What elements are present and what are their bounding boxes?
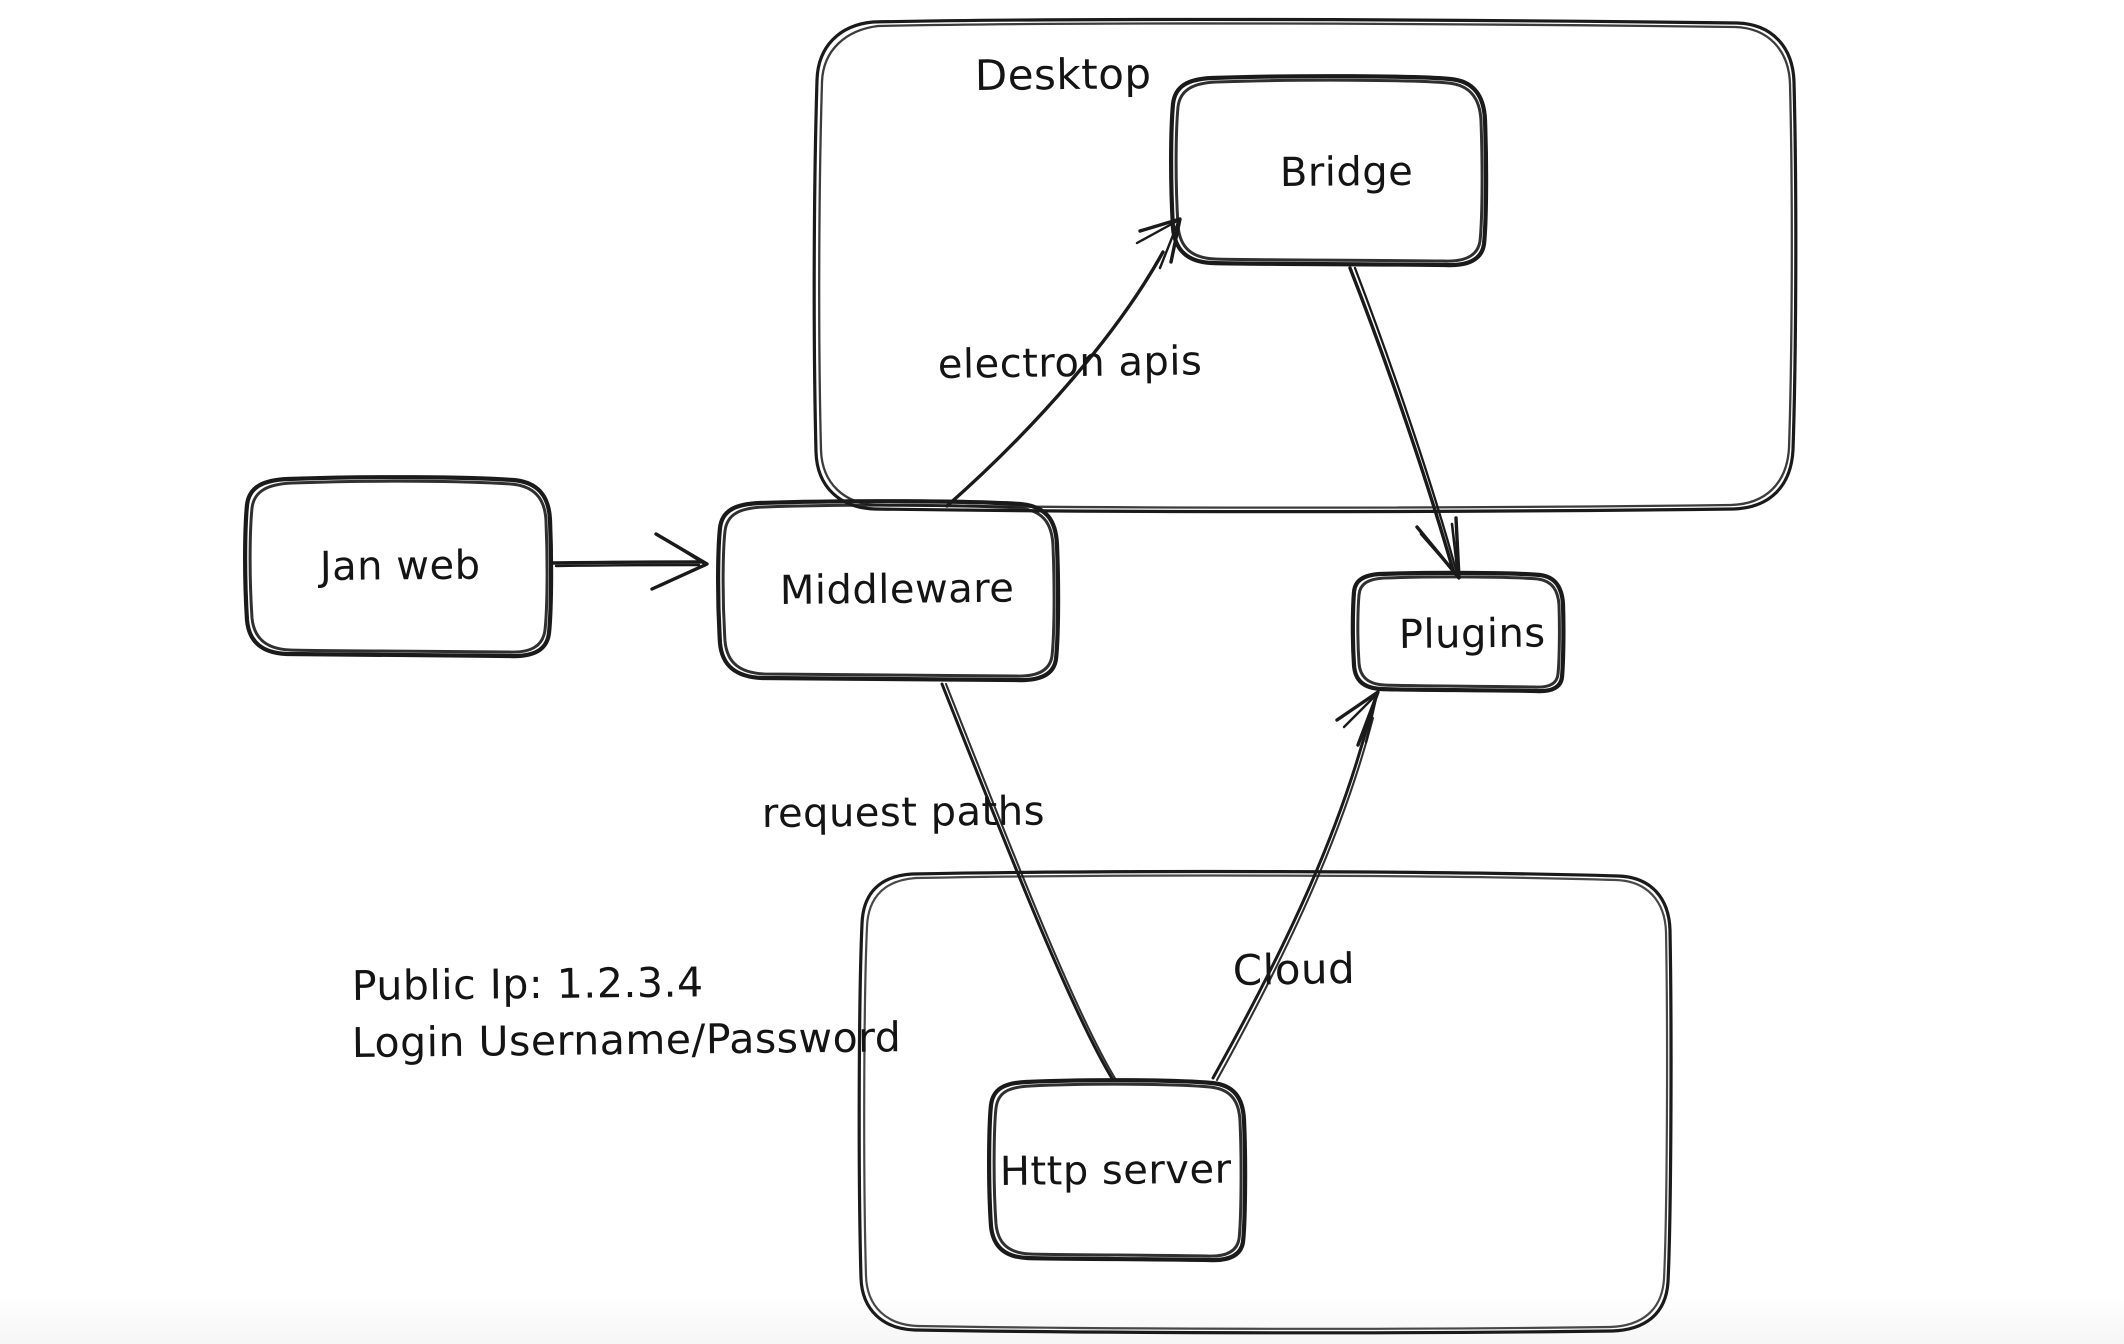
annotation-notes: Public Ip: 1.2.3.4 Login Username/Passwo… bbox=[352, 958, 902, 1067]
edge-line-overdraw bbox=[1353, 266, 1458, 572]
node-outline bbox=[987, 1078, 1248, 1263]
container-label-desktop: Desktop bbox=[975, 49, 1152, 100]
node-bridge[interactable]: Bridge bbox=[1169, 74, 1489, 268]
arrowhead-to-plugins-feather bbox=[1419, 522, 1460, 578]
desktop-container-outline-overdraw bbox=[818, 22, 1793, 509]
edge-http-server-to-plugins[interactable] bbox=[1211, 690, 1380, 1082]
edge-line bbox=[940, 682, 1115, 1082]
edge-middleware-to-bridge[interactable]: electron apis bbox=[937, 217, 1203, 508]
edge-middleware-to-http-server[interactable]: request paths bbox=[762, 682, 1118, 1082]
node-outline bbox=[716, 499, 1061, 683]
container-label-cloud: Cloud bbox=[1232, 944, 1355, 995]
arrowhead-to-middleware-overdraw bbox=[658, 535, 708, 588]
edge-line-overdraw bbox=[944, 682, 1118, 1082]
cloud-container-outline bbox=[857, 869, 1673, 1335]
edge-line-overdraw bbox=[554, 563, 701, 568]
node-outline-overdraw bbox=[992, 1082, 1243, 1258]
node-outline bbox=[1169, 74, 1489, 268]
edge-jan-web-to-middleware[interactable] bbox=[551, 532, 709, 591]
node-label-middleware: Middleware bbox=[780, 566, 1015, 614]
edge-line-overdraw bbox=[1215, 716, 1375, 1082]
cloud-container-outline-overdraw bbox=[863, 874, 1669, 1330]
node-label-http-server: Http server bbox=[1000, 1147, 1232, 1195]
edge-label-request-paths: request paths bbox=[762, 789, 1045, 837]
node-outline-overdraw bbox=[248, 479, 549, 654]
desktop-container-outline bbox=[812, 17, 1798, 514]
arrowhead-to-bridge bbox=[1138, 217, 1182, 264]
node-outline-overdraw bbox=[1174, 78, 1484, 263]
node-http-server[interactable]: Http server bbox=[987, 1078, 1248, 1263]
note-public-ip: Public Ip: 1.2.3.4 bbox=[352, 958, 704, 1010]
container-desktop[interactable]: Desktop bbox=[812, 17, 1798, 514]
node-label-jan-web: Jan web bbox=[317, 543, 481, 590]
arrowhead-to-plugins bbox=[1335, 690, 1380, 747]
node-middleware[interactable]: Middleware bbox=[716, 499, 1061, 683]
node-label-plugins: Plugins bbox=[1399, 610, 1546, 658]
node-outline bbox=[243, 475, 554, 659]
node-outline-overdraw bbox=[1356, 575, 1561, 689]
note-login: Login Username/Password bbox=[352, 1013, 902, 1067]
node-outline-overdraw bbox=[721, 503, 1056, 678]
edge-label-electron-apis: electron apis bbox=[937, 338, 1202, 388]
container-cloud[interactable]: Cloud bbox=[857, 869, 1673, 1335]
node-outline bbox=[1350, 570, 1566, 694]
node-jan-web[interactable]: Jan web bbox=[243, 475, 554, 659]
node-label-bridge: Bridge bbox=[1280, 149, 1414, 196]
arrowhead-to-plugins-feather bbox=[1342, 692, 1379, 744]
edge-bridge-to-plugins[interactable] bbox=[1348, 266, 1461, 580]
edge-line bbox=[945, 250, 1165, 508]
edge-line bbox=[551, 560, 702, 565]
node-plugins[interactable]: Plugins bbox=[1350, 570, 1566, 694]
edge-line bbox=[1211, 714, 1372, 1080]
edge-line bbox=[1348, 266, 1455, 572]
